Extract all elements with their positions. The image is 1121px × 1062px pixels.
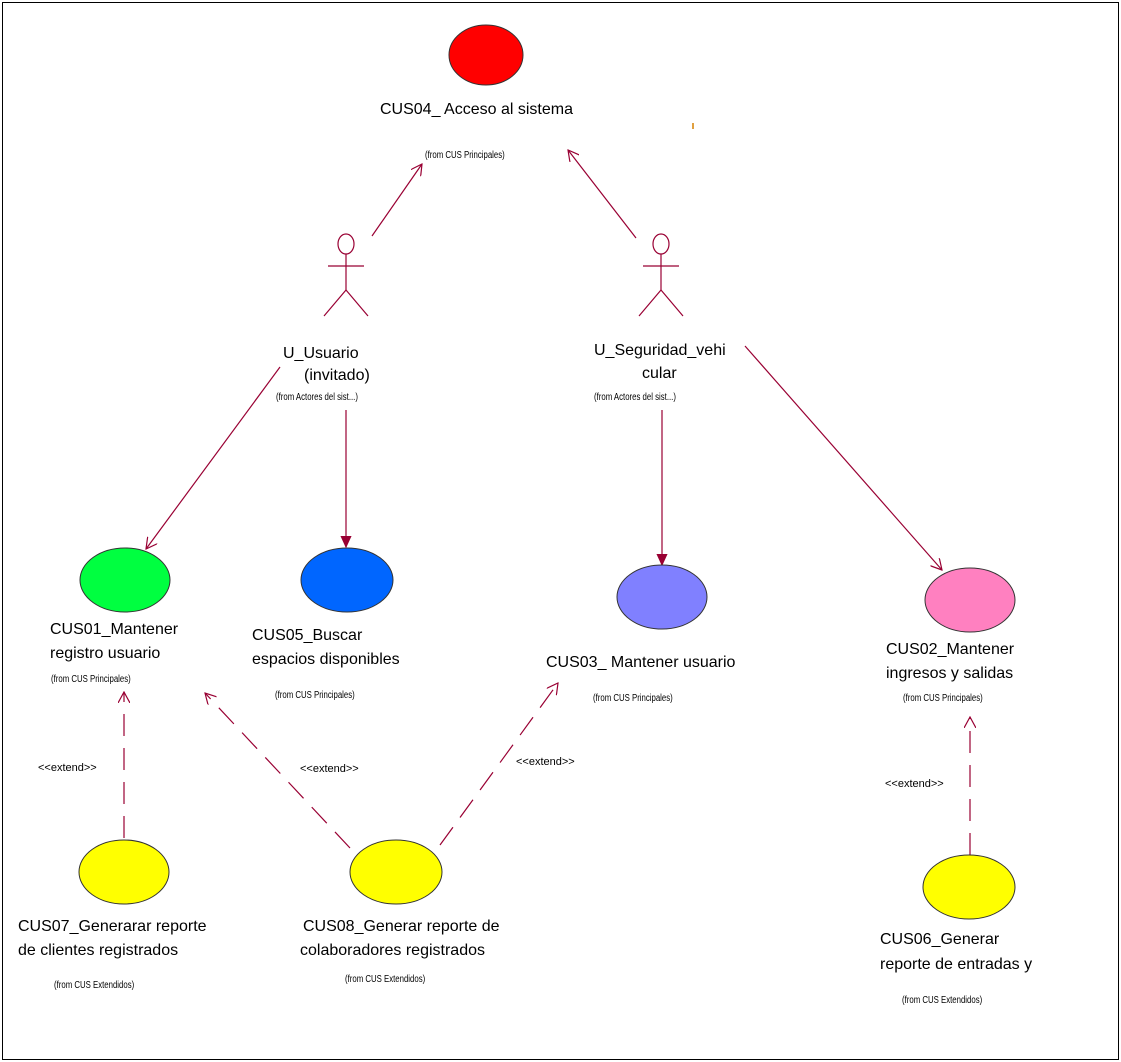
- use-case-cus01-package: (from CUS Principales): [51, 674, 131, 685]
- extend-stereotype-cus08-cus03: <<extend>>: [516, 756, 575, 768]
- use-case-cus02-package: (from CUS Principales): [903, 693, 983, 704]
- use-case-cus06-name-line2: reporte de entradas y: [880, 956, 1033, 973]
- extend-stereotype-cus08-cus01: <<extend>>: [300, 763, 359, 775]
- actor-seguridad-name-line1: U_Seguridad_vehi: [594, 342, 726, 359]
- use-case-cus06-name-line1: CUS06_Generar: [880, 931, 1000, 948]
- use-case-cus04-ellipse: [448, 24, 524, 86]
- assoc-usuario-cus01: [146, 366, 281, 549]
- assoc-seguridad-cus02: [744, 345, 942, 570]
- stray-mark: [692, 123, 694, 129]
- use-case-cus04-name: CUS04_ Acceso al sistema: [380, 101, 573, 118]
- extend-dependencies: [124, 683, 970, 855]
- assoc-seguridad-cus04: [568, 150, 637, 239]
- actor-usuario-name-line2: (invitado): [304, 367, 370, 384]
- actor-usuario-name-line1: U_Usuario: [283, 345, 359, 362]
- use-case-cus06-package: (from CUS Extendidos): [902, 995, 983, 1006]
- use-case-cus07-name-line2: de clientes registrados: [18, 942, 179, 959]
- use-case-cus07-name-line1: CUS07_Generarar reporte: [18, 918, 207, 935]
- use-case-cus04-package: (from CUS Principales): [425, 150, 505, 161]
- use-case-cus05-package: (from CUS Principales): [275, 690, 355, 701]
- use-case-cus01-name-line1: CUS01_Mantener: [50, 621, 179, 638]
- actor-usuario-package: (from Actores del sist...): [276, 392, 358, 403]
- use-case-cus05-ellipse: [300, 547, 394, 613]
- extend-cus08-cus01: [205, 693, 351, 849]
- use-case-cus02-ellipse: [924, 567, 1016, 633]
- extend-stereotype-cus07: <<extend>>: [38, 762, 97, 774]
- extend-stereotype-cus06: <<extend>>: [885, 778, 944, 790]
- use-case-cus07-ellipse: [78, 839, 170, 905]
- actor-usuario-icon: [323, 233, 369, 317]
- use-case-cus08-name-line1: CUS08_Generar reporte de: [303, 918, 500, 935]
- use-case-cus08-package: (from CUS Extendidos): [345, 974, 426, 985]
- use-case-cus07-package: (from CUS Extendidos): [54, 980, 135, 991]
- use-case-cus01-name-line2: registro usuario: [50, 645, 161, 662]
- actor-seguridad-icon: [638, 233, 684, 317]
- use-case-cus08-name-line2: colaboradores registrados: [300, 942, 485, 959]
- use-case-cus08-ellipse: [349, 839, 443, 905]
- use-case-cus03-name: CUS03_ Mantener usuario: [546, 654, 736, 671]
- use-case-cus06-ellipse: [922, 854, 1016, 920]
- actor-seguridad-name-line2: cular: [642, 365, 677, 382]
- use-case-cus03-package: (from CUS Principales): [593, 693, 673, 704]
- use-case-ellipses: [78, 24, 1016, 920]
- assoc-usuario-cus04: [371, 164, 422, 237]
- use-case-cus05-name-line2: espacios disponibles: [252, 651, 400, 668]
- use-case-cus03-ellipse: [616, 564, 708, 630]
- use-case-cus02-name-line1: CUS02_Mantener: [886, 641, 1015, 658]
- use-case-cus01-ellipse: [79, 547, 171, 613]
- actor-seguridad-package: (from Actores del sist...): [594, 392, 676, 403]
- use-case-cus02-name-line2: ingresos y salidas: [886, 665, 1014, 682]
- use-case-cus05-name-line1: CUS05_Buscar: [252, 627, 363, 644]
- association-lines: [146, 150, 942, 570]
